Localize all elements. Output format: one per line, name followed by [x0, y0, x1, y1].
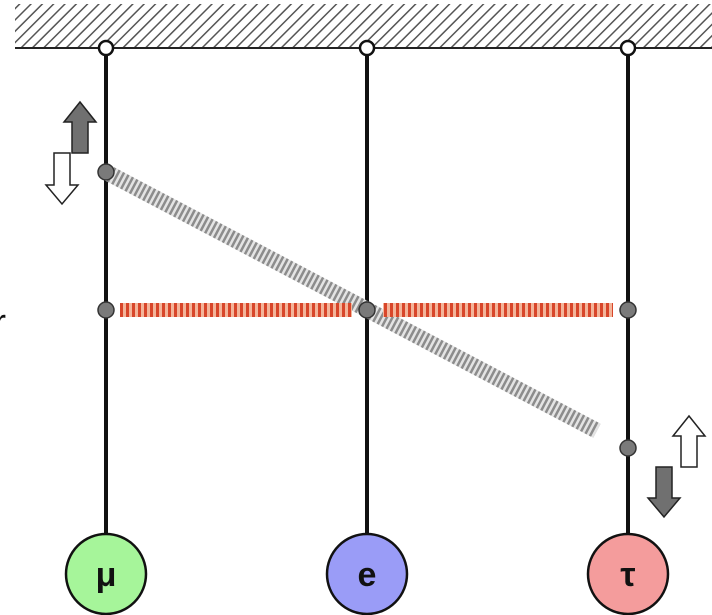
pivot-mu [97, 39, 115, 57]
bob-tau: τ [586, 532, 670, 615]
bob-e-label: e [358, 556, 377, 594]
down-arrow-icon-tau [646, 466, 682, 519]
diagonal-spring [102, 164, 601, 438]
horizontal-spring-e-tau [383, 303, 613, 317]
bob-tau-label: τ [620, 556, 635, 594]
node-e-middle [358, 301, 376, 319]
node-mu-upper [97, 163, 115, 181]
bob-mu: μ [64, 532, 148, 615]
bob-e: e [325, 532, 409, 615]
node-mu-middle [97, 301, 115, 319]
cropped-margin-text: r [0, 304, 6, 340]
node-tau-middle [619, 301, 637, 319]
node-tau-lower [619, 439, 637, 457]
down-arrow-icon-mu [44, 152, 80, 206]
up-arrow-icon-tau [671, 414, 707, 468]
up-arrow-icon-mu [62, 100, 98, 154]
pivot-e [358, 39, 376, 57]
pivot-tau [619, 39, 637, 57]
bob-mu-label: μ [96, 556, 117, 594]
horizontal-spring-mu-e [120, 303, 352, 317]
